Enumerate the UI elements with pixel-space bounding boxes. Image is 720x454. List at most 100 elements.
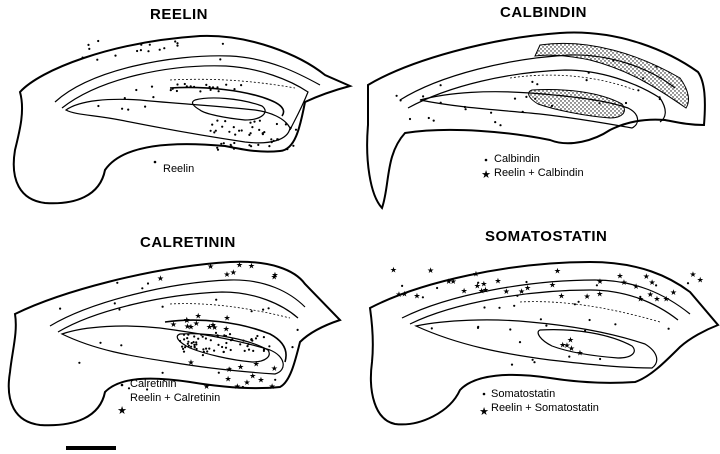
cell-marker-dot bbox=[186, 337, 189, 340]
calretinin-hippocampus-drawing: ★★★★★★★★★★★★★★★★★★★★★★★★★★★★★★★★ ★ bbox=[7, 260, 342, 427]
cell-marker-star: ★ bbox=[230, 268, 237, 277]
cell-marker-dot bbox=[147, 50, 150, 53]
legend-label-calbindin: Calbindin bbox=[494, 153, 540, 165]
cell-marker-star: ★ bbox=[616, 271, 623, 280]
cell-marker-dot bbox=[513, 97, 517, 100]
cell-marker-star: ★ bbox=[670, 288, 677, 297]
cell-marker-dot bbox=[231, 338, 234, 341]
cell-marker-star: ★ bbox=[620, 278, 627, 287]
cell-marker-dot bbox=[588, 318, 591, 322]
cell-marker-dot bbox=[251, 126, 254, 129]
cell-marker-dot bbox=[499, 124, 502, 127]
cell-marker-dot bbox=[176, 42, 179, 45]
cell-marker-star: ★ bbox=[647, 290, 654, 299]
cell-marker-dot bbox=[169, 89, 172, 92]
cell-marker-dot bbox=[181, 345, 184, 348]
cell-marker-dot bbox=[175, 89, 178, 93]
cell-marker-star: ★ bbox=[637, 294, 644, 303]
cell-marker-dot bbox=[228, 367, 231, 370]
cell-marker-dot bbox=[158, 48, 161, 51]
cell-marker-star: ★ bbox=[567, 335, 574, 344]
cell-marker-dot bbox=[171, 87, 174, 90]
cell-marker-dot bbox=[476, 326, 480, 329]
cell-marker-star: ★ bbox=[195, 312, 202, 321]
cell-marker-dot bbox=[296, 328, 299, 331]
cell-marker-dot bbox=[193, 85, 196, 88]
cell-marker-dot bbox=[490, 111, 493, 114]
cell-marker-dot bbox=[248, 133, 251, 136]
cell-marker-star: ★ bbox=[559, 340, 566, 349]
cell-marker-dot bbox=[498, 306, 501, 309]
cell-marker-dot bbox=[59, 307, 62, 310]
cell-marker-star: ★ bbox=[257, 376, 264, 385]
cell-marker-dot bbox=[224, 334, 228, 338]
cell-marker-dot bbox=[436, 286, 439, 290]
cell-marker-dot bbox=[216, 86, 219, 89]
cell-marker-dot bbox=[209, 339, 212, 342]
cell-marker-dot bbox=[240, 84, 243, 87]
scale-bar bbox=[66, 446, 116, 450]
cell-marker-dot bbox=[182, 347, 185, 350]
cell-marker-dot bbox=[539, 318, 542, 321]
cell-marker-dot bbox=[213, 131, 216, 134]
legend-label-reelin-calretinin: Reelin + Calretinin bbox=[130, 392, 221, 404]
cell-marker-dot bbox=[216, 335, 219, 338]
cell-marker-dot bbox=[439, 84, 442, 87]
cell-marker-dot bbox=[430, 327, 433, 330]
cell-marker-dot bbox=[113, 302, 116, 305]
cell-marker-dot bbox=[187, 340, 190, 343]
cell-marker-dot bbox=[612, 59, 615, 62]
cell-marker-dot bbox=[667, 327, 670, 330]
cell-marker-dot bbox=[140, 43, 143, 46]
cell-marker-star: ★ bbox=[653, 294, 660, 303]
cell-marker-dot bbox=[550, 104, 554, 107]
cell-marker-dot bbox=[184, 346, 187, 349]
cell-marker-star: ★ bbox=[413, 291, 420, 300]
cell-marker-dot bbox=[116, 281, 119, 284]
cell-marker-dot bbox=[211, 123, 214, 126]
cell-marker-dot bbox=[655, 284, 658, 287]
cell-marker-dot bbox=[250, 310, 253, 313]
cell-marker-dot bbox=[87, 43, 90, 47]
cell-marker-dot bbox=[256, 334, 259, 338]
cell-marker-dot bbox=[214, 331, 218, 334]
cell-marker-star: ★ bbox=[401, 290, 408, 299]
cell-marker-star: ★ bbox=[271, 364, 278, 373]
cell-marker-dot bbox=[216, 146, 219, 149]
cell-marker-dot bbox=[205, 347, 208, 350]
cell-marker-dot bbox=[584, 329, 587, 332]
reelin-hippocampus-drawing bbox=[12, 34, 354, 205]
cell-marker-dot bbox=[536, 83, 539, 86]
calretinin-legend: Calretinin Reelin + Calretinin bbox=[130, 377, 220, 405]
cell-marker-star: ★ bbox=[271, 270, 278, 279]
cell-marker-star: ★ bbox=[445, 277, 452, 286]
cell-marker-dot bbox=[121, 107, 124, 110]
cell-marker-dot bbox=[217, 371, 220, 374]
cell-marker-star: ★ bbox=[472, 270, 479, 279]
cell-marker-star: ★ bbox=[549, 281, 556, 290]
cell-marker-dot bbox=[232, 126, 235, 129]
cell-marker-dot bbox=[201, 335, 204, 338]
cell-marker-dot bbox=[240, 129, 243, 132]
cell-marker-dot bbox=[179, 339, 182, 343]
cell-marker-dot bbox=[148, 43, 151, 46]
cell-marker-star: ★ bbox=[649, 278, 656, 287]
cell-marker-dot bbox=[182, 350, 186, 353]
cell-marker-dot bbox=[205, 83, 208, 86]
cell-marker-dot bbox=[183, 338, 186, 341]
legend-label-reelin: Reelin bbox=[163, 163, 195, 175]
cell-marker-dot bbox=[222, 350, 225, 354]
cell-marker-dot bbox=[262, 308, 265, 311]
cell-marker-dot bbox=[225, 83, 228, 86]
cell-marker-dot bbox=[187, 344, 190, 347]
cell-marker-dot bbox=[270, 138, 273, 141]
cell-marker-dot bbox=[127, 108, 130, 111]
cell-marker-dot bbox=[186, 342, 189, 345]
cell-marker-dot bbox=[221, 125, 224, 128]
cell-marker-dot bbox=[182, 333, 186, 336]
cell-marker-star: ★ bbox=[243, 378, 250, 387]
cell-marker-dot bbox=[99, 341, 102, 344]
cell-marker-dot bbox=[248, 144, 251, 147]
cell-marker-dot bbox=[587, 71, 590, 74]
cell-marker-dot bbox=[284, 123, 287, 126]
